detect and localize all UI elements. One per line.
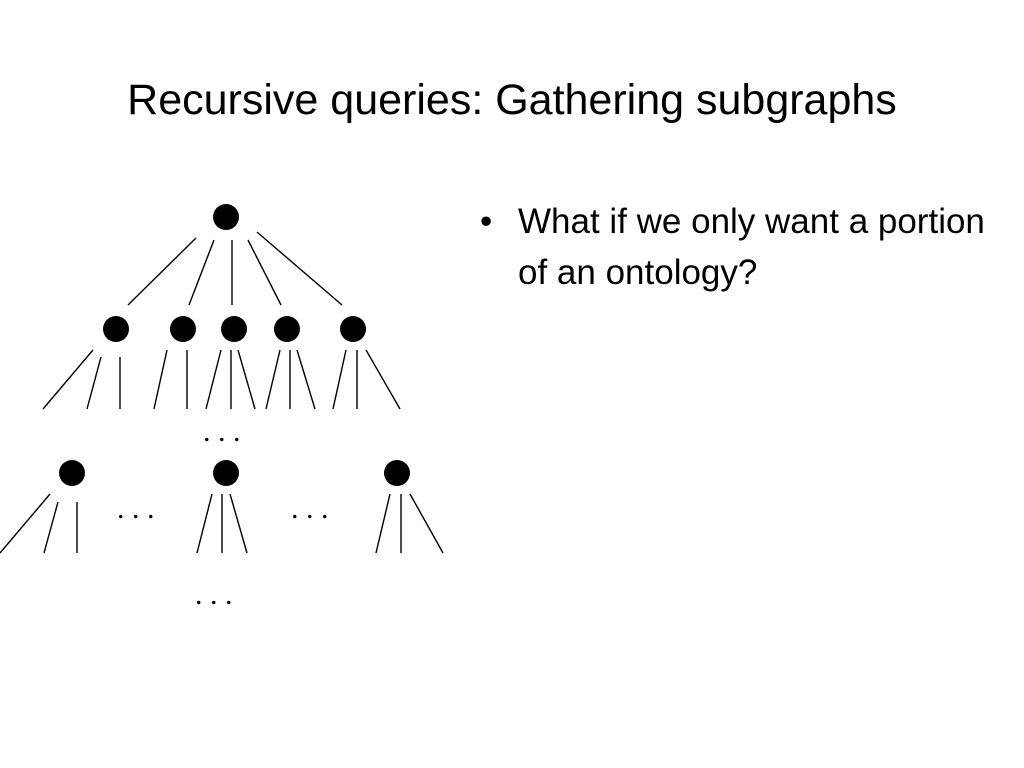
edge (375, 493, 391, 554)
tree-diagram: . . . . . . . . . . . . (0, 204, 444, 611)
level3-node (384, 460, 410, 486)
level2-node (170, 316, 196, 342)
bullet-item: • What if we only want a portion of an o… (476, 196, 996, 298)
level2-node (340, 316, 366, 342)
level3-node (213, 460, 239, 486)
level2-node (221, 316, 247, 342)
ellipsis: . . . (195, 578, 233, 611)
edge (188, 239, 215, 306)
level3-node (59, 460, 85, 486)
edge (247, 239, 282, 306)
bullet-text: What if we only want a portion of an ont… (518, 202, 985, 292)
edge (153, 349, 168, 410)
edge (229, 493, 248, 554)
edge (86, 356, 102, 410)
edge (196, 493, 213, 554)
ellipsis: . . . (291, 492, 329, 525)
edge (127, 237, 197, 306)
bullet-marker: • (480, 202, 493, 241)
edge (0, 493, 51, 554)
edge (409, 493, 444, 554)
level2-node (274, 316, 300, 342)
edge (256, 231, 343, 306)
ellipsis: . . . (117, 492, 155, 525)
root-node (213, 204, 239, 230)
bullet-list: • What if we only want a portion of an o… (476, 196, 996, 298)
slide-title: Recursive queries: Gathering subgraphs (127, 76, 897, 124)
edge (205, 349, 222, 410)
ellipsis: . . . (203, 415, 241, 448)
edge (237, 349, 256, 410)
edge (42, 349, 94, 410)
edge (365, 349, 401, 410)
edge (332, 349, 347, 410)
edge (265, 349, 281, 410)
edge (43, 501, 59, 554)
edge (296, 349, 316, 410)
level2-node (103, 316, 129, 342)
